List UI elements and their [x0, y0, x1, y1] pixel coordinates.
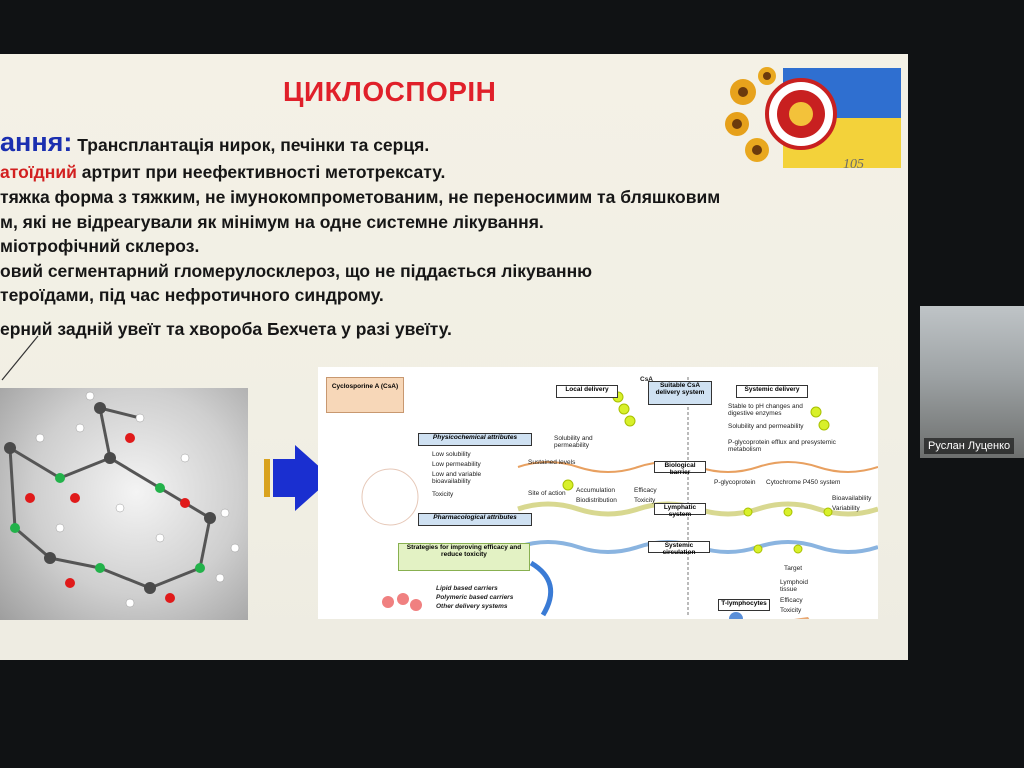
accumulation-label: Accumulation [576, 487, 616, 494]
presentation-slide: ЦИКЛОСПОРІН ання: Трансплантація нирок, … [0, 54, 908, 660]
university-logo: 105 [725, 67, 901, 172]
indication-line-2-text: артрит при неефективності метотрексату. [81, 162, 446, 182]
pointer-line [1, 335, 39, 381]
participant-name: Руслан Луценко [924, 438, 1015, 454]
suitable-box: Suitable CsA delivery system [648, 381, 712, 405]
solubility-label: Solubility and permeability [554, 435, 593, 449]
biodistribution-label: Biodistribution [576, 497, 617, 504]
lymphatic-box: Lymphatic system [654, 503, 706, 518]
variability-label: Variability [832, 505, 860, 512]
indication-line-4: м, які не відреагували як мінімум на одн… [0, 212, 544, 232]
indication-line-8: ерний задній увеїт та хвороба Бехчета у … [0, 319, 452, 339]
attr-4: Toxicity [432, 491, 454, 498]
slide-title: ЦИКЛОСПОРІН [283, 76, 497, 107]
lymphoid-label: Lymphoid tissue [780, 579, 808, 593]
attr-1: Low solubility [432, 451, 471, 458]
toxicity-label: Toxicity [634, 497, 656, 504]
carrier-3: Other delivery systems [436, 603, 508, 610]
indications-heading: ання: [0, 127, 73, 157]
cyclosporine-box: Cyclosporine A (CsA) [326, 377, 404, 413]
physicochemical-box: Physicochemical attributes [418, 433, 532, 446]
attr-2: Low permeability [432, 461, 481, 468]
toxicity2-label: Toxicity [780, 607, 802, 614]
attr-3: Low and variable bioavailability [432, 471, 482, 485]
site-label: Site of action [528, 490, 566, 497]
logo-number: 105 [843, 157, 864, 172]
indication-line-2: атоїдний артрит при неефективності метот… [0, 162, 445, 183]
arrow-right-icon [264, 445, 332, 511]
indication-line-6: овий сегментарний гломерулосклероз, що н… [0, 261, 593, 281]
participant-video-tile[interactable] [920, 306, 1024, 458]
biological-barrier-box: Biological barrier [654, 461, 706, 476]
indication-highlight: атоїдний [0, 162, 77, 182]
indication-line-5: міотрофічний склероз. [0, 236, 200, 256]
pharmacological-box: Pharmacological attributes [418, 513, 532, 526]
delivery-diagram: Cyclosporine A (CsA) Physicochemical att… [318, 367, 878, 619]
pglycoprotein-label: P-glycoprotein [714, 479, 756, 486]
bioavailability-label: Bioavailability [832, 495, 872, 502]
carrier-1: Lipid based carriers [436, 585, 498, 592]
indication-line-7: тероїдами, під час нефротичного синдрому… [0, 285, 384, 305]
efficacy-label: Efficacy [634, 487, 657, 494]
stable-label: Stable to pH changes and digestive enzym… [728, 403, 803, 417]
cyclosporine-molecule-image [0, 388, 248, 620]
local-delivery-box: Local delivery [556, 385, 618, 398]
indication-line-3: тяжка форма з тяжким, не імунокомпромето… [0, 187, 721, 207]
pgp-label: P-glycoprotein efflux and presystemic me… [728, 439, 836, 453]
tlymph-box: T-lymphocytes [718, 599, 770, 611]
cyp-label: Cytochrome P450 system [766, 479, 841, 486]
indications-row: ання: Трансплантація нирок, печінки та с… [0, 127, 429, 158]
circulation-box: Systemic circulation [648, 541, 710, 556]
indication-line-1: Трансплантація нирок, печінки та серця. [77, 135, 430, 155]
carrier-2: Polymeric based carriers [436, 594, 514, 601]
solubility2-label: Solubility and permeability [728, 423, 804, 430]
target-label: Target [784, 565, 803, 572]
systemic-delivery-box: Systemic delivery [736, 385, 808, 398]
sustained-label: Sustained levels [528, 459, 576, 466]
csa-label: CsA [640, 376, 654, 383]
efficacy2-label: Efficacy [780, 597, 803, 604]
strategies-box: Strategies for improving efficacy and re… [398, 543, 530, 571]
